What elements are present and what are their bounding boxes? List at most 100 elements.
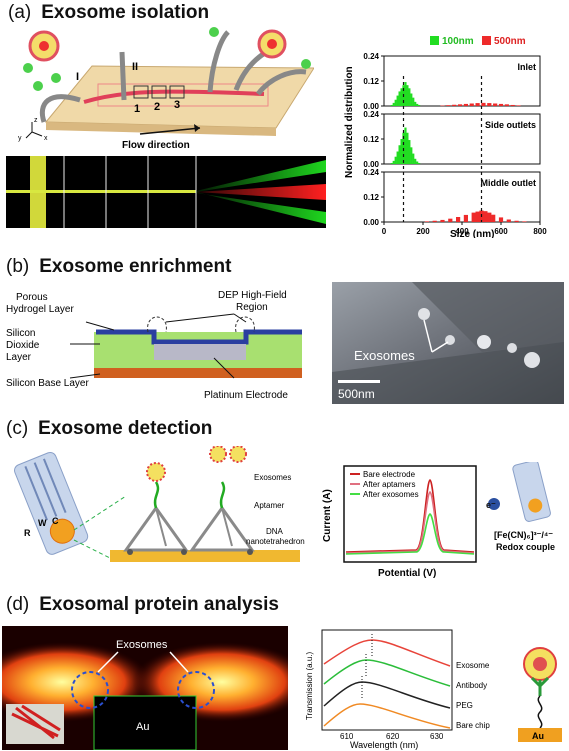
spectra-xlabel: Wavelength (nm) [350, 740, 418, 750]
chart-xlabel: Size (nm) [450, 229, 494, 238]
electron-label: e⁻ [486, 500, 496, 510]
anchor-dot [247, 549, 253, 555]
legend-label-500nm: 500nm [494, 36, 526, 47]
histogram-bar [504, 104, 509, 106]
curve-after-exosomes [345, 513, 475, 555]
outlet-tube-3 [256, 69, 307, 96]
histogram-bar [392, 102, 395, 106]
exosome-circle-left [71, 671, 109, 709]
panel-a-title-text: Exosome isolation [41, 2, 210, 23]
histogram-bar [416, 161, 419, 164]
electron-icon [488, 498, 500, 510]
label-hydrogel: Hydrogel Layer [6, 304, 74, 315]
plasmonic-field-map: Exosomes Au [2, 626, 288, 750]
histogram-bar [410, 147, 413, 164]
histogram-bar [394, 156, 397, 164]
histogram-bar [412, 153, 415, 164]
electrode-c-label: C [52, 516, 59, 526]
histogram-bar [514, 220, 519, 222]
histogram-bar [394, 99, 397, 106]
sem-lower-surface [332, 342, 564, 404]
label-dep-region: Region [236, 302, 268, 313]
voltammetry-plot: Current (A) Potential (V) Bare electrode… [322, 462, 555, 579]
subplot-title: Inlet [517, 62, 536, 72]
histogram-bar [418, 104, 421, 106]
aptamer-sensor-illustration: R W C Exosomes Aptamer DNA nanotetrahedr… [14, 446, 305, 562]
panel-a-letter: (a) [8, 2, 32, 23]
green-fan-upper [196, 160, 326, 192]
redox-couple-label: Redox couple [496, 542, 555, 552]
histogram-bar [432, 220, 437, 222]
label-aptamer: Aptamer [254, 501, 285, 510]
x-tick-label: 600 [494, 227, 508, 236]
dna-tetrahedron-edge [221, 507, 233, 547]
inlet-label-2: II [132, 61, 138, 73]
y-tick-label: 0.00 [363, 160, 379, 169]
label-dna: DNA [266, 527, 284, 536]
sem-exosome [477, 335, 491, 349]
histogram-bar [390, 162, 393, 164]
redox-formula: [Fe(CN)₆]³⁻/⁴⁻ [494, 530, 553, 540]
microfluidic-chip-illustration: I II 1 2 3 Flow direction z x y [18, 27, 314, 151]
spectrum-label-antibody: Antibody [456, 681, 487, 690]
antibody-assembly-illustration: Au [518, 647, 562, 742]
histogram-bar [400, 88, 403, 106]
au-substrate [518, 728, 562, 742]
transmission-spectra-plot: Transmission (a.u.) Wavelength (nm) 610 … [305, 629, 490, 750]
sem-ridge [412, 282, 564, 352]
spectra-xtick: 610 [340, 732, 354, 741]
panel-b-title: (b)Exosome enrichment [6, 256, 231, 278]
histogram-bar [406, 132, 409, 164]
histogram-bar [396, 151, 399, 164]
y-tick-label: 0.24 [363, 168, 379, 177]
chip-channel-outline [97, 83, 269, 107]
vesicle-core-icon [267, 39, 277, 49]
aptamer-strand [219, 481, 226, 509]
size-distribution-chart: Normalized distribution Size (nm) 100nm … [344, 36, 547, 238]
histogram-bar [481, 102, 486, 106]
pointer-hydrogel [85, 321, 115, 331]
inlet-label-1: I [76, 71, 79, 83]
legend-bare-electrode: Bare electrode [363, 470, 416, 479]
histogram-bar [463, 214, 468, 222]
hydrogel-layer [96, 329, 302, 345]
panel-c-title-text: Exosome detection [38, 418, 213, 439]
working-electrode-small [528, 498, 543, 513]
label-dioxide: Dioxide [6, 340, 40, 351]
histogram-bar [404, 127, 407, 164]
spectrum-exosome [323, 639, 451, 667]
dna-tetrahedron-edge [155, 507, 167, 547]
region-label-1: 1 [134, 103, 140, 115]
label-layer: Layer [6, 352, 32, 363]
electrode-r-label: R [24, 528, 31, 538]
exosome-circle-right [177, 671, 215, 709]
x-tick-label: 800 [533, 227, 547, 236]
legend-swatch-100nm [430, 36, 439, 45]
dep-device-diagram: Porous Hydrogel Layer Silicon Dioxide La… [6, 290, 302, 401]
spectrum-bare-chip [323, 703, 451, 729]
histogram-bar [392, 160, 395, 164]
platinum-electrode [154, 344, 246, 360]
histogram-bar [390, 104, 393, 106]
pointer-base [69, 373, 101, 379]
sem-exosome [507, 343, 517, 353]
spectra-frame [321, 629, 453, 731]
flow-direction-label: Flow direction [122, 140, 190, 151]
curve-after-aptamers [345, 491, 475, 554]
histogram-bar [493, 103, 498, 106]
peg-linker [537, 695, 543, 729]
spectrum-antibody [323, 659, 451, 687]
spectrum-peg [323, 681, 451, 709]
histogram-bar [446, 105, 451, 106]
label-platinum: Platinum Electrode [204, 390, 288, 401]
electrode-lead [42, 458, 67, 514]
spectra-ylabel: Transmission (a.u.) [305, 652, 314, 721]
histogram-bar [471, 212, 476, 222]
scale-bar [338, 380, 380, 383]
label-silicon: Silicon [6, 328, 35, 339]
au-substrate-label: Au [532, 731, 544, 741]
panel-c-letter: (c) [6, 418, 29, 439]
exosomes-label: Exosomes [116, 639, 168, 651]
chip-photo-pattern [11, 704, 61, 740]
electrode-lead [33, 462, 58, 517]
